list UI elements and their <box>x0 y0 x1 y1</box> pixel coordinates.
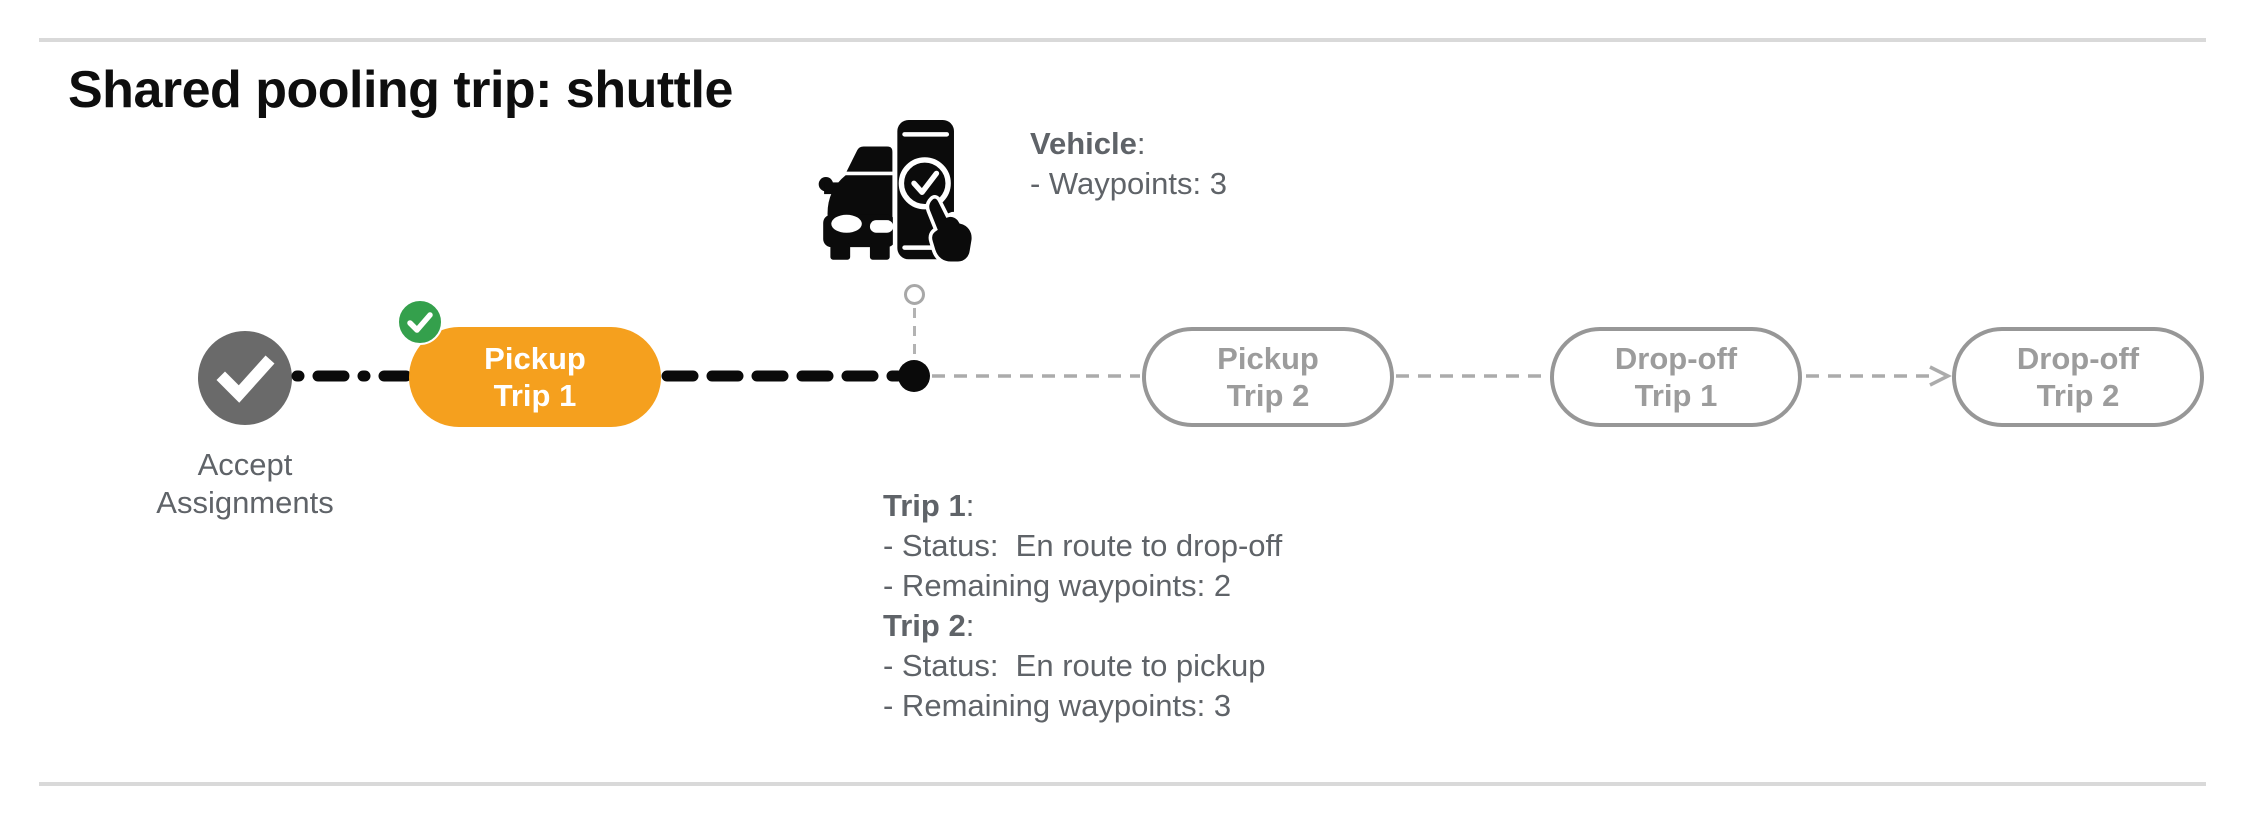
node-dropoff-trip-2: Drop-off Trip 2 <box>1952 327 2204 427</box>
pickup-trip-1-line2: Trip 1 <box>493 378 577 413</box>
pickup-trip-2-line2: Trip 2 <box>1226 378 1310 413</box>
future-connector-segment-1 <box>932 374 1140 378</box>
trip2-title: Trip 2: <box>883 606 1282 646</box>
node-pickup-trip-1: Pickup Trip 1 <box>409 327 661 427</box>
completed-connector-segment-1 <box>291 370 411 382</box>
vehicle-callout-colon: : <box>1136 126 1146 161</box>
trip1-remaining: - Remaining waypoints: 2 <box>883 568 1232 603</box>
page-title: Shared pooling trip: shuttle <box>68 61 733 119</box>
vehicle-callout: Vehicle: - Waypoints: 3 <box>1030 124 1227 204</box>
vehicle-callout-waypoints: - Waypoints: 3 <box>1030 166 1227 201</box>
dropoff-trip-1-line2: Trip 1 <box>1634 378 1718 413</box>
vehicle-callout-title-bold: Vehicle <box>1030 126 1137 161</box>
future-connector-segment-2 <box>1396 374 1548 378</box>
trip1-title-colon: : <box>965 488 975 523</box>
future-connector-arrow <box>1806 365 1952 387</box>
vehicle-leader-circle <box>904 284 925 305</box>
trip2-title-bold: Trip 2 <box>883 608 966 643</box>
trip2-status: - Status: En route to pickup <box>883 648 1266 683</box>
accept-assignments-label: Accept Assignments <box>110 446 380 522</box>
trip1-title: Trip 1: <box>883 486 1282 526</box>
dropoff-trip-2-line2: Trip 2 <box>2036 378 2120 413</box>
vehicle-callout-title: Vehicle: <box>1030 124 1227 164</box>
car-phone-check-icon <box>818 115 976 266</box>
node-dropoff-trip-1: Drop-off Trip 1 <box>1550 327 1802 427</box>
vehicle-position-dot <box>898 360 930 392</box>
vehicle-leader-line <box>913 308 916 360</box>
trip1-status: - Status: En route to drop-off <box>883 528 1283 563</box>
checkmark-circle-icon <box>198 331 292 425</box>
arrowhead-right-icon <box>1929 365 1952 387</box>
dropoff-trip-1-line1: Drop-off <box>1614 341 1738 376</box>
trip-status-callout: Trip 1: - Status: En route to drop-off -… <box>883 486 1282 726</box>
dropoff-trip-2-line1: Drop-off <box>2016 341 2140 376</box>
top-divider <box>39 38 2206 42</box>
pickup-trip-1-line1: Pickup <box>484 341 586 376</box>
accept-label-line1: Accept <box>197 447 293 482</box>
completed-connector-segment-2 <box>661 370 902 382</box>
pickup-trip-2-line1: Pickup <box>1217 341 1319 376</box>
trip2-remaining: - Remaining waypoints: 3 <box>883 688 1232 723</box>
trip2-title-colon: : <box>965 608 975 643</box>
accept-label-line2: Assignments <box>156 485 334 520</box>
node-pickup-trip-2: Pickup Trip 2 <box>1142 327 1394 427</box>
bottom-divider <box>39 782 2206 786</box>
trip1-title-bold: Trip 1 <box>883 488 966 523</box>
green-check-badge-icon <box>397 299 443 345</box>
